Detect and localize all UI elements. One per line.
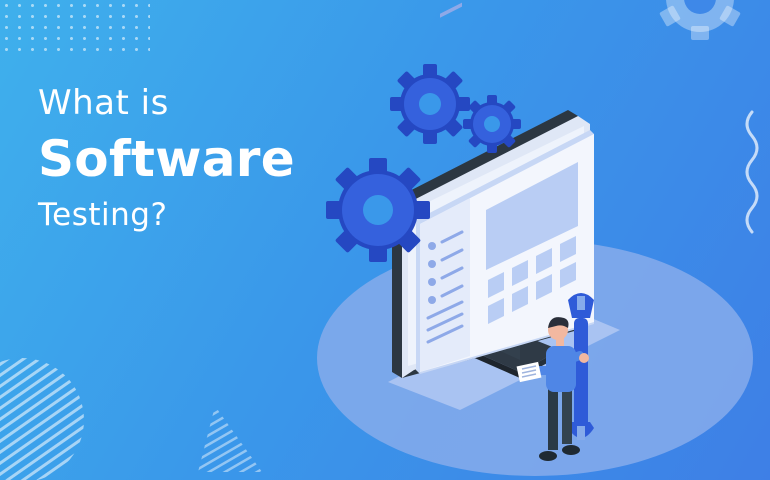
headline-line-software: Software [38,130,295,188]
corner-gear-icon [659,0,741,40]
headline-line-testing: Testing? [38,197,168,233]
headline-line-what-is: What is [38,83,169,123]
screen-panel [416,2,594,374]
headline: What is Software Testing? [38,86,295,231]
dot-pattern-decoration [0,0,150,52]
striped-triangle-decoration [198,406,262,472]
wrench-icon [568,293,594,440]
large-gear-icon [326,158,430,262]
person-with-wrench [516,293,594,461]
wavy-line-decoration [745,110,759,234]
medium-gear-icon [390,64,470,144]
small-gear-icon [463,95,521,153]
striped-circle-decoration [0,358,84,480]
